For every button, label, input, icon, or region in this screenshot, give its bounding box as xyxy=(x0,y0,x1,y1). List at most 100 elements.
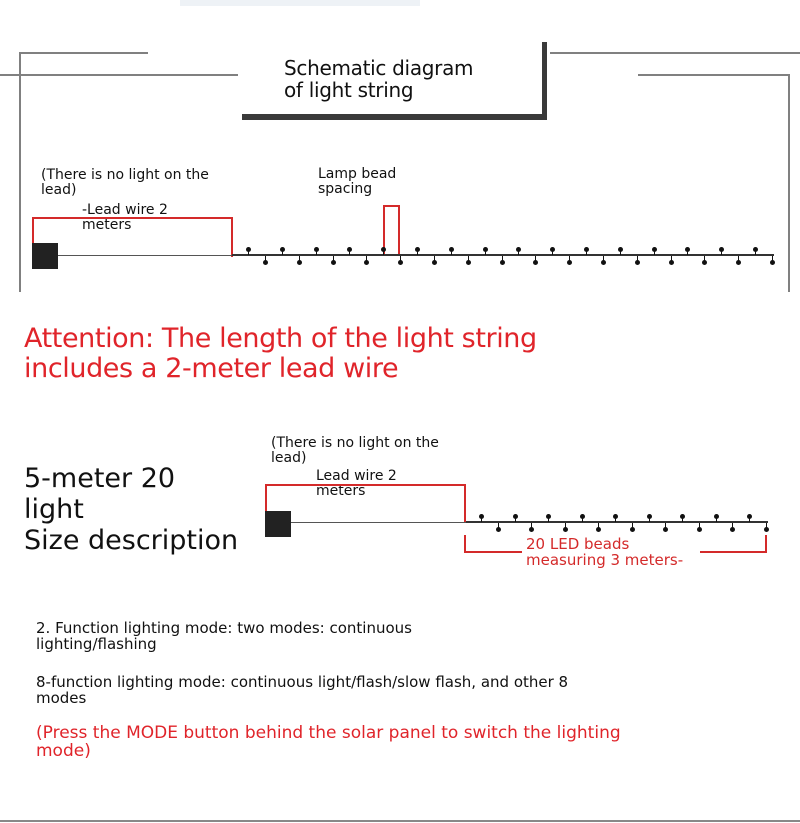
frame-line-mid-right xyxy=(638,74,790,76)
bead-stem xyxy=(755,250,756,255)
spacing-bracket xyxy=(398,205,400,255)
bead-stem xyxy=(468,256,469,261)
led-bead-icon xyxy=(630,527,635,532)
two-function-mode-text: 2. Function lighting mode: two modes: co… xyxy=(36,619,412,653)
bead-stem xyxy=(687,250,688,255)
led-bead-icon xyxy=(618,247,623,252)
led-bead-icon xyxy=(280,247,285,252)
led-bead-icon xyxy=(647,514,652,519)
bead-stem xyxy=(548,517,549,522)
mode-button-note: (Press the MODE button behind the solar … xyxy=(36,723,621,761)
led-bead-icon xyxy=(580,514,585,519)
led-bead-icon xyxy=(347,247,352,252)
lamp-bead-spacing-label: Lamp bead spacing xyxy=(318,166,397,197)
lead-wire-bracket xyxy=(231,217,233,257)
led-bead-icon xyxy=(747,514,752,519)
led-bead-icon xyxy=(479,514,484,519)
lead-wire-bracket xyxy=(32,217,232,219)
led-bead-icon xyxy=(297,260,302,265)
led-bead-icon xyxy=(669,260,674,265)
frame-line-mid-left xyxy=(0,74,238,76)
led-bead-icon xyxy=(533,260,538,265)
bead-stem xyxy=(615,517,616,522)
led-bead-icon xyxy=(652,247,657,252)
bead-stem xyxy=(654,250,655,255)
led-bead-icon xyxy=(529,527,534,532)
led-bead-icon xyxy=(596,527,601,532)
bead-stem xyxy=(565,523,566,528)
bead-stem xyxy=(531,523,532,528)
bead-stem xyxy=(671,256,672,261)
bead-stem xyxy=(582,517,583,522)
led-bead-icon xyxy=(730,527,735,532)
spacing-bracket xyxy=(383,205,399,207)
led-bead-icon xyxy=(764,527,769,532)
led-bead-icon xyxy=(635,260,640,265)
diagram-title-box: Schematic diagram of light string xyxy=(240,40,550,120)
led-bead-icon xyxy=(496,527,501,532)
led-bead-icon xyxy=(364,260,369,265)
lead-wire-bracket xyxy=(464,484,466,522)
bead-stem xyxy=(518,250,519,255)
bead-stem xyxy=(400,256,401,261)
bead-stem xyxy=(265,256,266,261)
bead-stem xyxy=(665,523,666,528)
bead-stem xyxy=(498,523,499,528)
diagram-title: Schematic diagram of light string xyxy=(284,56,474,102)
led-beads-label: 20 LED beads measuring 3 meters- xyxy=(526,535,684,569)
bead-stem xyxy=(738,256,739,261)
led-length-bracket xyxy=(700,551,767,553)
no-light-note: (There is no light on the lead) xyxy=(41,167,209,198)
bead-stem xyxy=(620,250,621,255)
bead-stem xyxy=(282,250,283,255)
led-bead-icon xyxy=(550,247,555,252)
bead-stem xyxy=(598,523,599,528)
bead-stem xyxy=(721,250,722,255)
lead-wire-label: -Lead wire 2 meters xyxy=(82,202,168,233)
led-bead-icon xyxy=(697,527,702,532)
lead-wire-label: Lead wire 2 meters xyxy=(316,468,397,499)
led-bead-icon xyxy=(613,514,618,519)
led-bead-icon xyxy=(601,260,606,265)
led-bead-icon xyxy=(567,260,572,265)
lead-wire xyxy=(291,522,466,523)
bead-stem xyxy=(649,517,650,522)
bead-stem xyxy=(569,256,570,261)
led-bead-icon xyxy=(736,260,741,265)
led-bead-icon xyxy=(246,247,251,252)
bead-stem xyxy=(316,250,317,255)
bead-stem xyxy=(682,517,683,522)
light-string-wire xyxy=(232,254,774,256)
bead-stem xyxy=(248,250,249,255)
led-bead-icon xyxy=(381,247,386,252)
led-bead-icon xyxy=(466,260,471,265)
bead-stem xyxy=(766,523,767,528)
led-bead-icon xyxy=(714,514,719,519)
led-length-bracket xyxy=(765,535,767,552)
led-bead-icon xyxy=(415,247,420,252)
led-bead-icon xyxy=(331,260,336,265)
led-bead-icon xyxy=(753,247,758,252)
led-bead-icon xyxy=(449,247,454,252)
bead-stem xyxy=(383,250,384,255)
led-bead-icon xyxy=(398,260,403,265)
title-box-shadow xyxy=(542,42,547,120)
title-box-shadow xyxy=(242,114,547,120)
led-bead-icon xyxy=(513,514,518,519)
led-bead-icon xyxy=(516,247,521,252)
bead-stem xyxy=(535,256,536,261)
no-light-note: (There is no light on the lead) xyxy=(271,435,439,466)
led-bead-icon xyxy=(702,260,707,265)
bead-stem xyxy=(732,523,733,528)
led-bead-icon xyxy=(263,260,268,265)
led-length-bracket xyxy=(464,535,466,552)
bead-stem xyxy=(502,256,503,261)
size-description-title: 5-meter 20 light Size description xyxy=(24,463,239,556)
spacing-bracket xyxy=(383,205,385,255)
bead-stem xyxy=(366,256,367,261)
lead-wire-bracket xyxy=(32,217,34,243)
bead-stem xyxy=(481,517,482,522)
bead-stem xyxy=(716,517,717,522)
bead-stem xyxy=(552,250,553,255)
bead-stem xyxy=(586,250,587,255)
